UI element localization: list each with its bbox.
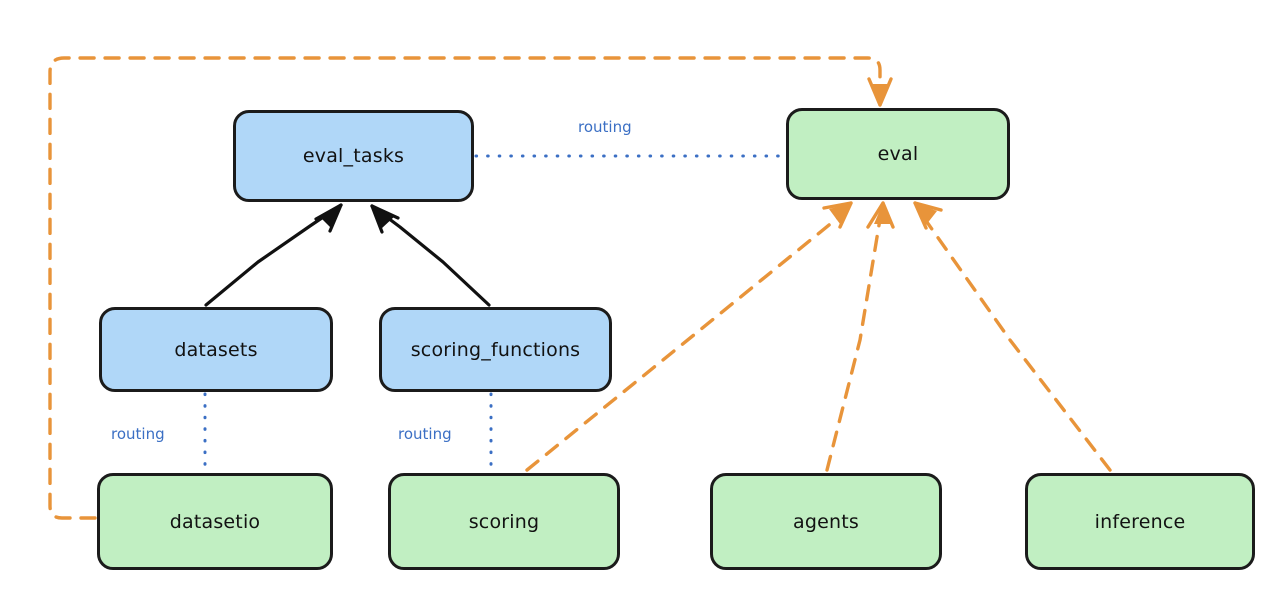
node-inference[interactable]: inference	[1025, 473, 1255, 570]
node-eval-tasks-label: eval_tasks	[302, 145, 405, 167]
node-scoring-label: scoring	[468, 510, 540, 533]
node-agents-label: agents	[793, 510, 859, 533]
edge-scoring-to-eval	[525, 201, 853, 472]
node-scoring[interactable]: scoring	[388, 473, 620, 570]
node-scoring-functions-label: scoring_functions	[410, 338, 581, 361]
node-datasets-label: datasets	[174, 338, 258, 361]
node-inference-label: inference	[1094, 510, 1186, 533]
edge-label-routing-eval-tasks-eval: routing	[578, 118, 632, 136]
node-eval-label: eval	[877, 143, 919, 165]
node-datasets[interactable]: datasets	[99, 307, 333, 392]
edge-datasetio-to-eval	[48, 56, 893, 520]
node-agents[interactable]: agents	[710, 473, 942, 570]
edge-agents-to-eval	[825, 201, 895, 472]
edge-label-routing-scoring-functions-scoring: routing	[398, 425, 452, 443]
node-datasetio-label: datasetio	[169, 510, 261, 533]
edge-inference-to-eval	[913, 201, 1112, 472]
edge-datasets-to-eval-tasks	[204, 203, 343, 307]
node-eval-tasks[interactable]: eval_tasks	[233, 110, 474, 202]
edge-label-routing-datasets-datasetio: routing	[111, 425, 165, 443]
node-eval[interactable]: eval	[786, 108, 1010, 200]
node-scoring-functions[interactable]: scoring_functions	[379, 307, 612, 392]
node-datasetio[interactable]: datasetio	[97, 473, 333, 570]
edge-scoring-functions-to-eval-tasks	[370, 204, 491, 307]
